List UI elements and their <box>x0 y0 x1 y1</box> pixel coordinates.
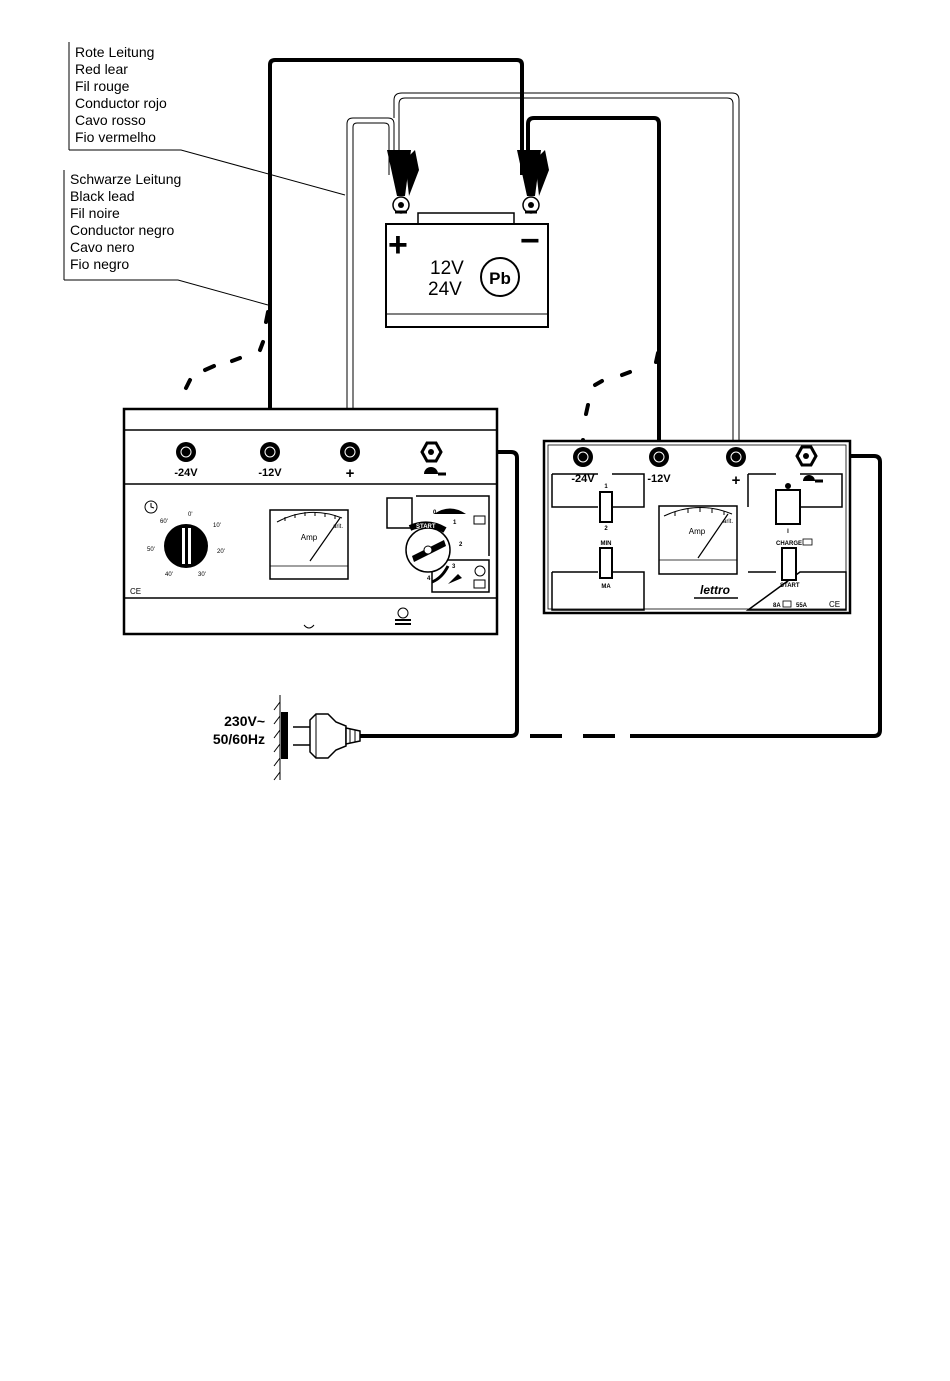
switch-label: MIN <box>601 541 612 547</box>
battery-chemistry: Pb <box>489 269 511 288</box>
front-notch <box>303 624 315 629</box>
footer-rating: 8A <box>773 603 781 609</box>
switch-label: MA <box>601 584 611 590</box>
terminal-left-24v: -24V <box>174 442 198 479</box>
charger-right: -24V -12V + 1 2 MI <box>542 439 852 615</box>
red-lead-cable <box>346 117 395 452</box>
battery: + − 12V 24V Pb <box>385 212 549 328</box>
timer-tick: 0' <box>188 512 192 518</box>
terminal-right-plus: + <box>726 447 746 489</box>
terminal-label: -24V <box>174 467 198 479</box>
switch-label: 1 <box>604 484 608 490</box>
ce-mark: CE <box>829 600 840 609</box>
selector-position: 4 <box>427 576 431 582</box>
black-lead-label: Schwarze Leitung <box>70 171 181 187</box>
dashed-24v-lead-right <box>581 351 660 448</box>
terminal-label: -24V <box>571 473 595 485</box>
crocodile-clip-icon <box>387 150 419 214</box>
power-switch: I <box>775 483 801 535</box>
timer-dial: 0' 10' 20' 30' 40' 50' 60' <box>147 512 225 578</box>
ammeter-icon: Amp arit. <box>269 509 349 580</box>
red-lead-label: Red lear <box>75 61 128 77</box>
crocodile-clip-icon <box>517 150 549 214</box>
start-label: START <box>780 583 800 589</box>
ground-terminal-icon <box>420 441 446 476</box>
selector-position: 3 <box>452 564 456 570</box>
footer-rating: 55A <box>796 603 808 609</box>
charge-start-switch: CHARGE START <box>776 538 813 589</box>
switch-min-max: MIN MA <box>599 541 613 590</box>
red-lead-label: Conductor rojo <box>75 95 167 111</box>
approval-mark-icon <box>395 607 411 625</box>
terminal-right-12v: -12V <box>647 447 671 485</box>
switch-label: 2 <box>604 526 608 532</box>
black-lead-label: Conductor negro <box>70 222 175 238</box>
black-lead-cable <box>268 58 524 452</box>
timer-tick: 50' <box>147 547 155 553</box>
switch-1-2: 1 2 <box>599 484 613 532</box>
mains-frequency: 50/60Hz <box>213 731 265 747</box>
battery-voltage-12: 12V <box>430 258 464 279</box>
red-lead-label: Fil rouge <box>75 78 130 94</box>
meter-scale-end: arit. <box>333 524 343 530</box>
ground-terminal-icon <box>795 445 823 483</box>
ammeter-icon: Amp arit. <box>658 505 738 575</box>
black-lead-label: Cavo nero <box>70 239 135 255</box>
timer-tick: 40' <box>165 572 173 578</box>
red-lead-label: Cavo rosso <box>75 112 146 128</box>
power-plug-icon <box>293 713 368 759</box>
charge-label: CHARGE <box>776 541 802 547</box>
terminal-right-24v: -24V <box>571 447 595 485</box>
black-lead-label: Fio negro <box>70 256 129 272</box>
lead-acid-symbol <box>480 257 520 297</box>
terminal-label: + <box>732 472 741 489</box>
terminal-label: + <box>346 465 355 482</box>
battery-plus: + <box>388 226 408 264</box>
charger-left: -24V -12V + 0' 10' 20' <box>122 407 499 636</box>
terminal-label: -12V <box>258 467 282 479</box>
terminal-label: -12V <box>647 473 671 485</box>
mode-selector: START 0 1 2 3 4 <box>386 495 490 593</box>
red-lead-cable-right <box>393 92 740 456</box>
timer-icon <box>144 500 158 514</box>
timer-tick: 20' <box>217 549 225 555</box>
terminal-left-12v: -12V <box>258 442 282 479</box>
timer-tick: 60' <box>160 519 168 525</box>
timer-tick: 10' <box>213 523 221 529</box>
mains-cable <box>368 450 519 738</box>
red-lead-label-block: Rote Leitung Red lear Fil rouge Conducto… <box>68 42 346 196</box>
battery-minus: − <box>520 222 540 260</box>
mains-supply: 230V~ 50/60Hz <box>213 695 368 781</box>
ce-mark: CE <box>130 587 141 596</box>
black-lead-label-block: Schwarze Leitung Black lead Fil noire Co… <box>63 170 269 306</box>
red-lead-label: Rote Leitung <box>75 44 154 60</box>
black-lead-label: Fil noire <box>70 205 120 221</box>
meter-label: Amp <box>689 527 706 536</box>
selector-position: 1 <box>453 520 457 526</box>
selector-position: 0 <box>433 510 437 516</box>
red-lead-label: Fio vermelho <box>75 129 156 145</box>
mains-voltage: 230V~ <box>224 713 265 729</box>
meter-scale-end: arit. <box>723 519 733 525</box>
black-lead-label: Black lead <box>70 188 135 204</box>
timer-tick: 30' <box>198 572 206 578</box>
selector-start: START <box>416 524 436 530</box>
switch-label: I <box>787 529 789 535</box>
terminal-left-plus: + <box>340 442 360 482</box>
mains-cable-dashed <box>530 454 882 738</box>
wall-socket-icon <box>273 695 288 781</box>
battery-voltage-24: 24V <box>428 279 462 300</box>
meter-label: Amp <box>301 533 318 542</box>
brand-logo: lettro <box>700 583 730 597</box>
selector-position: 2 <box>459 542 463 548</box>
black-lead-cable-right <box>526 116 661 456</box>
